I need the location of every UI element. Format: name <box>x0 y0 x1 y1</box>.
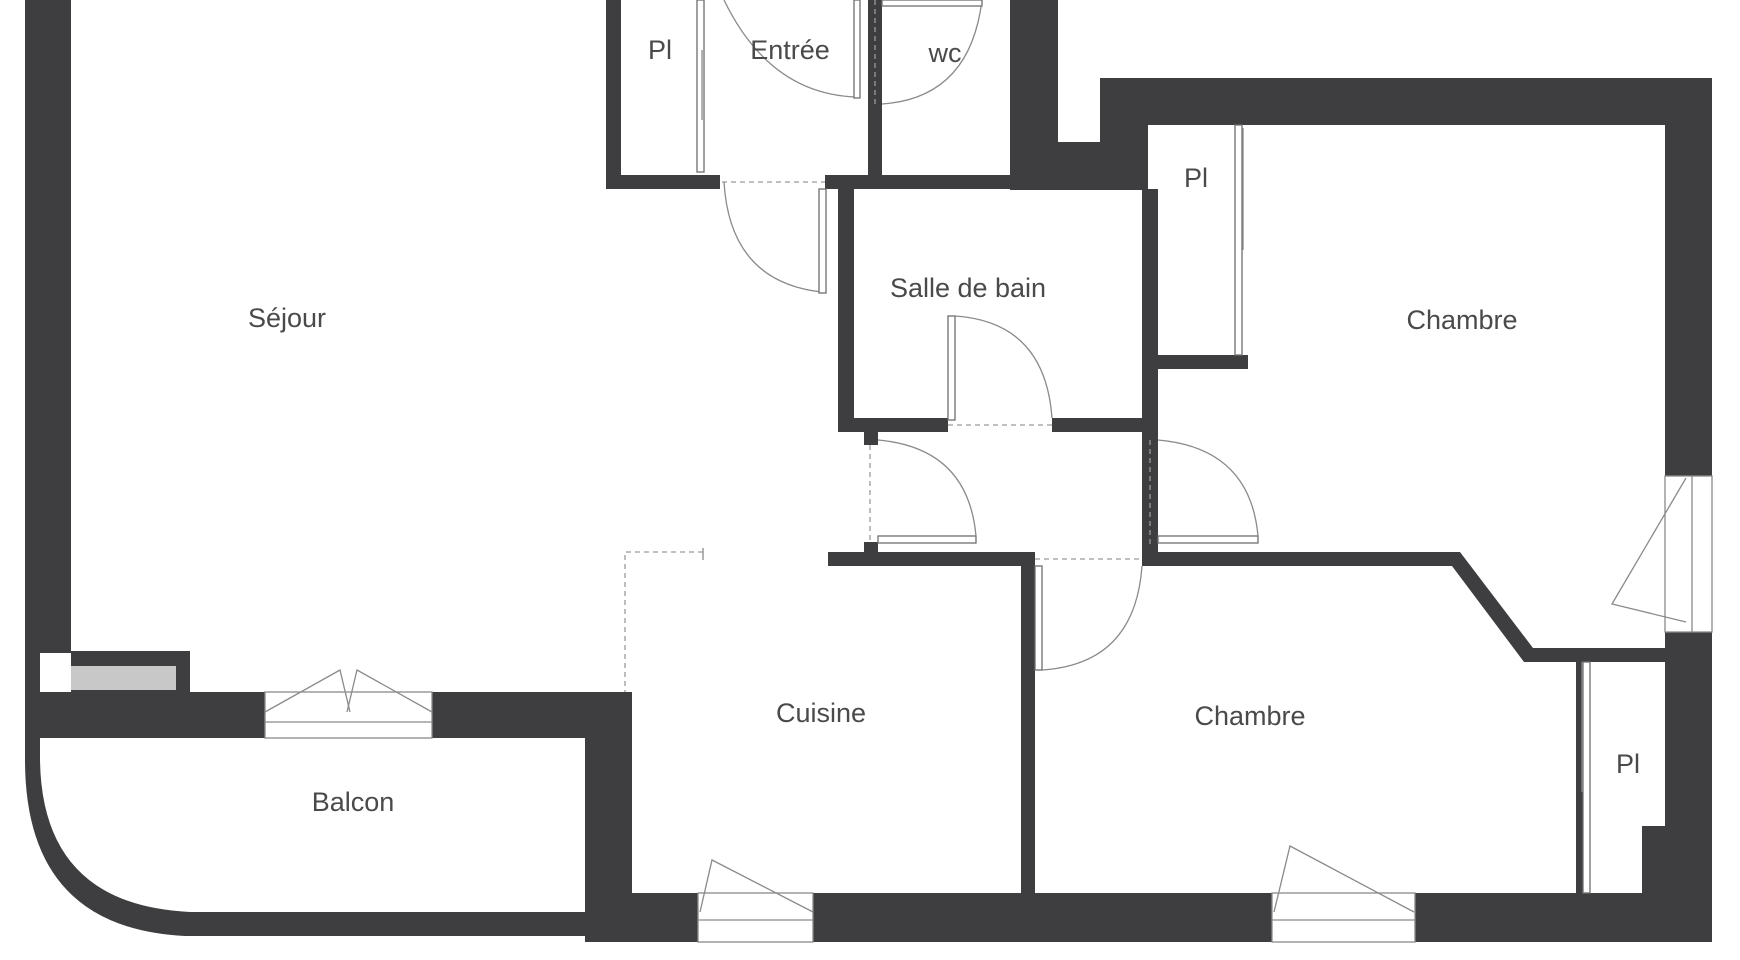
door-sejour-swing <box>723 181 823 293</box>
door-placard-2-leaf <box>1582 661 1591 894</box>
wall-entree-bottom <box>606 175 720 189</box>
radiator-stub <box>71 666 176 690</box>
window-chambre-1-leaf <box>1610 477 1687 623</box>
door-placard-1-leaf <box>1234 124 1243 356</box>
window-cuisine <box>697 892 814 943</box>
room-labels: Pl Entrée wc Séjour Salle de bain Pl Cha… <box>248 35 1640 817</box>
room-label-placard-chambre-1: Pl <box>1184 163 1208 193</box>
door-entree-leaf <box>853 0 861 99</box>
door-chambre-2-swing <box>1041 565 1143 671</box>
wall-exterior-left <box>25 0 71 653</box>
wall-sejour-bottom-left <box>25 692 265 738</box>
wall-right-stub <box>1642 826 1665 893</box>
window-sejour <box>264 691 433 739</box>
door-sdb-leaf <box>947 315 956 421</box>
door-hall-leaf <box>877 535 977 544</box>
wall-cuisine-top <box>828 552 1035 566</box>
wall-entree-bottom-right <box>825 175 1040 189</box>
door-wc-leaf <box>881 0 983 7</box>
door-entree-swing <box>723 0 859 98</box>
room-label-entree: Entrée <box>750 35 830 65</box>
room-label-sejour: Séjour <box>248 303 326 333</box>
wall-balcon-cuisine <box>585 692 632 936</box>
wall-sdb-bottom-left <box>838 418 948 432</box>
door-chambre-1-leaf <box>1157 535 1259 544</box>
wall-sdb-left <box>838 189 854 430</box>
door-chambre-2-leaf <box>1034 565 1043 671</box>
door-sejour-leaf <box>818 188 827 294</box>
wall-cuisine-chambre <box>1021 552 1035 893</box>
passage-sejour-cuisine <box>624 551 703 692</box>
wall-sdb-bottom-right <box>1052 418 1158 432</box>
wall-chambre-2-top <box>1142 552 1665 662</box>
window-chambre-2 <box>1271 892 1416 943</box>
window-sejour-leaf-left <box>264 669 351 713</box>
room-label-chambre-2: Chambre <box>1194 701 1305 731</box>
walls <box>25 0 1712 942</box>
room-label-chambre-1: Chambre <box>1406 305 1517 335</box>
wall-sdb-right <box>1142 189 1158 560</box>
door-chambre-1-swing <box>1157 439 1259 537</box>
room-label-placard-entree: Pl <box>648 35 672 65</box>
window-chambre-2-leaf <box>1273 845 1415 913</box>
doors <box>624 0 1591 894</box>
windows <box>264 475 1713 943</box>
room-label-salle-de-bain: Salle de bain <box>890 273 1046 303</box>
room-label-placard-chambre-2: Pl <box>1616 749 1640 779</box>
room-label-balcon: Balcon <box>312 787 395 817</box>
door-placard-entree-leaf <box>696 0 705 173</box>
wall-placard-1-bottom <box>1142 355 1248 369</box>
wall-sejour-bottom-right <box>432 692 632 738</box>
door-wc-swing <box>881 0 983 105</box>
door-hall-swing <box>877 439 977 537</box>
wall-exterior-top <box>1100 78 1712 125</box>
wall-exterior-bottom <box>585 893 1712 942</box>
window-cuisine-leaf <box>699 859 814 913</box>
room-label-wc: wc <box>928 38 962 68</box>
wall-entree-left <box>606 0 621 189</box>
wall-hall-post-bottom <box>864 542 878 555</box>
wall-hall-post-left <box>864 430 878 445</box>
window-chambre-1 <box>1664 475 1713 633</box>
room-label-cuisine: Cuisine <box>776 698 866 728</box>
wall-exterior-step <box>1010 0 1148 190</box>
wall-corner-bevel <box>1665 893 1712 942</box>
window-sejour-leaf-right <box>346 669 433 713</box>
door-sdb-swing <box>954 315 1053 419</box>
